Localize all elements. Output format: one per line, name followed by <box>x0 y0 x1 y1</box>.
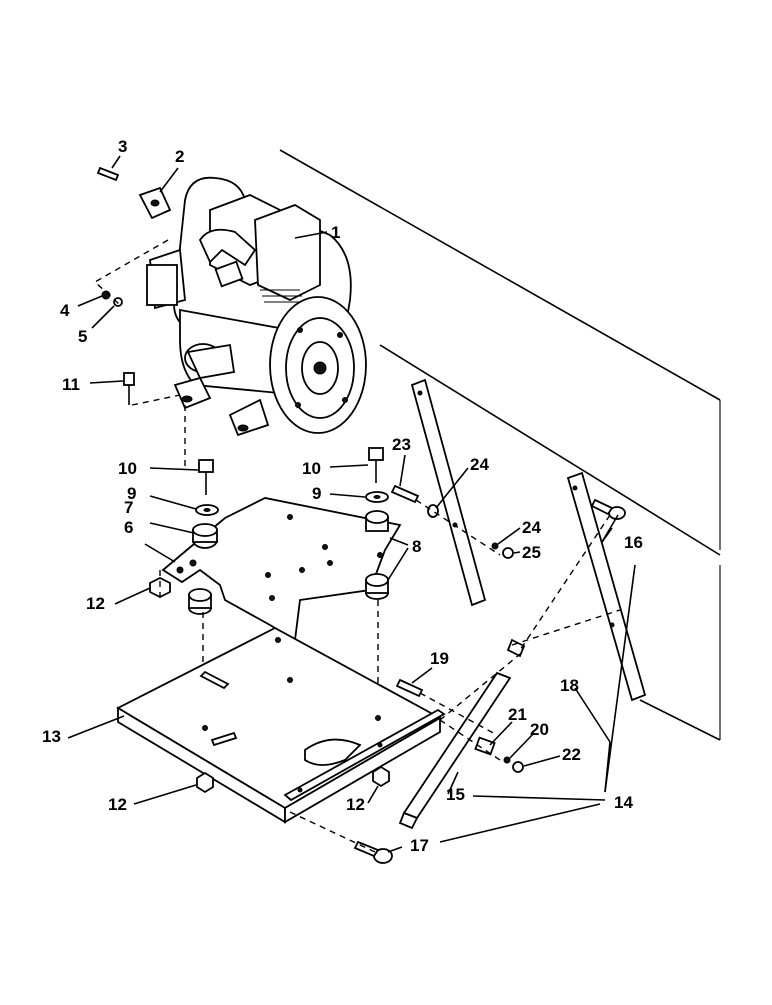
nut-part-22 <box>512 761 524 773</box>
isolator-lower-left <box>188 588 212 615</box>
callout-4: 4 <box>60 301 70 320</box>
callout-18: 18 <box>560 676 579 695</box>
screw-part-3 <box>96 166 120 182</box>
spacer-part-21 <box>474 736 496 756</box>
callout-10-left: 10 <box>118 459 137 478</box>
strut-rod-part-15 <box>398 638 526 830</box>
callout-1: 1 <box>331 223 340 242</box>
base-plate-part-13 <box>116 626 442 824</box>
rod-end-part-16 <box>590 498 626 520</box>
nut-part-12-upper <box>149 576 171 599</box>
nut-part-5 <box>113 297 123 307</box>
callout-9-right: 9 <box>312 484 321 503</box>
flange-part-2 <box>138 186 172 220</box>
leader-lines <box>67 155 636 853</box>
bolt-part-10-right <box>368 447 384 483</box>
isolator-part-7 <box>192 523 218 549</box>
bolt-part-19 <box>395 678 424 698</box>
callout-3: 3 <box>118 137 127 156</box>
callout-8: 8 <box>412 537 421 556</box>
washer-part-24-lower <box>491 542 499 550</box>
nut-part-25 <box>502 547 514 559</box>
callout-6: 6 <box>124 518 133 537</box>
nut-part-12-lower-right <box>372 765 390 788</box>
strap-right <box>566 471 647 702</box>
callout-22: 22 <box>562 745 581 764</box>
washer-part-9-left <box>195 504 219 516</box>
callout-19: 19 <box>430 649 449 668</box>
callout-labels: 1 2 3 4 5 6 7 8 9 9 10 10 11 12 12 12 13… <box>42 137 643 855</box>
callout-23: 23 <box>392 435 411 454</box>
callout-15: 15 <box>446 785 465 804</box>
callout-14: 14 <box>614 793 633 812</box>
callout-7: 7 <box>124 498 133 517</box>
bolt-part-23 <box>390 484 420 504</box>
callout-12-upper: 12 <box>86 594 105 613</box>
washer-part-20 <box>503 756 511 764</box>
isolator-part-8-lower <box>365 573 389 600</box>
callout-24-lower: 24 <box>522 518 541 537</box>
screw-part-11 <box>123 372 135 405</box>
washer-part-24-upper <box>427 504 439 518</box>
nut-part-12-lower-left <box>196 771 214 794</box>
callout-2: 2 <box>175 147 184 166</box>
callout-5: 5 <box>78 327 87 346</box>
callout-20: 20 <box>530 720 549 739</box>
engine <box>146 176 367 437</box>
callout-25: 25 <box>522 543 541 562</box>
callout-16: 16 <box>624 533 643 552</box>
wall-panel <box>279 149 721 741</box>
callout-12-lower-right: 12 <box>346 795 365 814</box>
callout-13: 13 <box>42 727 61 746</box>
callout-24-upper: 24 <box>470 455 489 474</box>
callout-17: 17 <box>410 836 429 855</box>
mounting-plate-part-6 <box>161 497 402 642</box>
callout-11: 11 <box>62 375 80 394</box>
washer-part-9-right <box>365 491 389 503</box>
bolt-part-10-left <box>198 459 214 495</box>
callout-9-left: 9 <box>127 484 136 503</box>
callout-21: 21 <box>508 705 527 724</box>
callout-12-lower-left: 12 <box>108 795 127 814</box>
callout-10-right: 10 <box>302 459 321 478</box>
angle-rail <box>283 708 446 802</box>
isolator-part-8-upper <box>365 510 389 532</box>
